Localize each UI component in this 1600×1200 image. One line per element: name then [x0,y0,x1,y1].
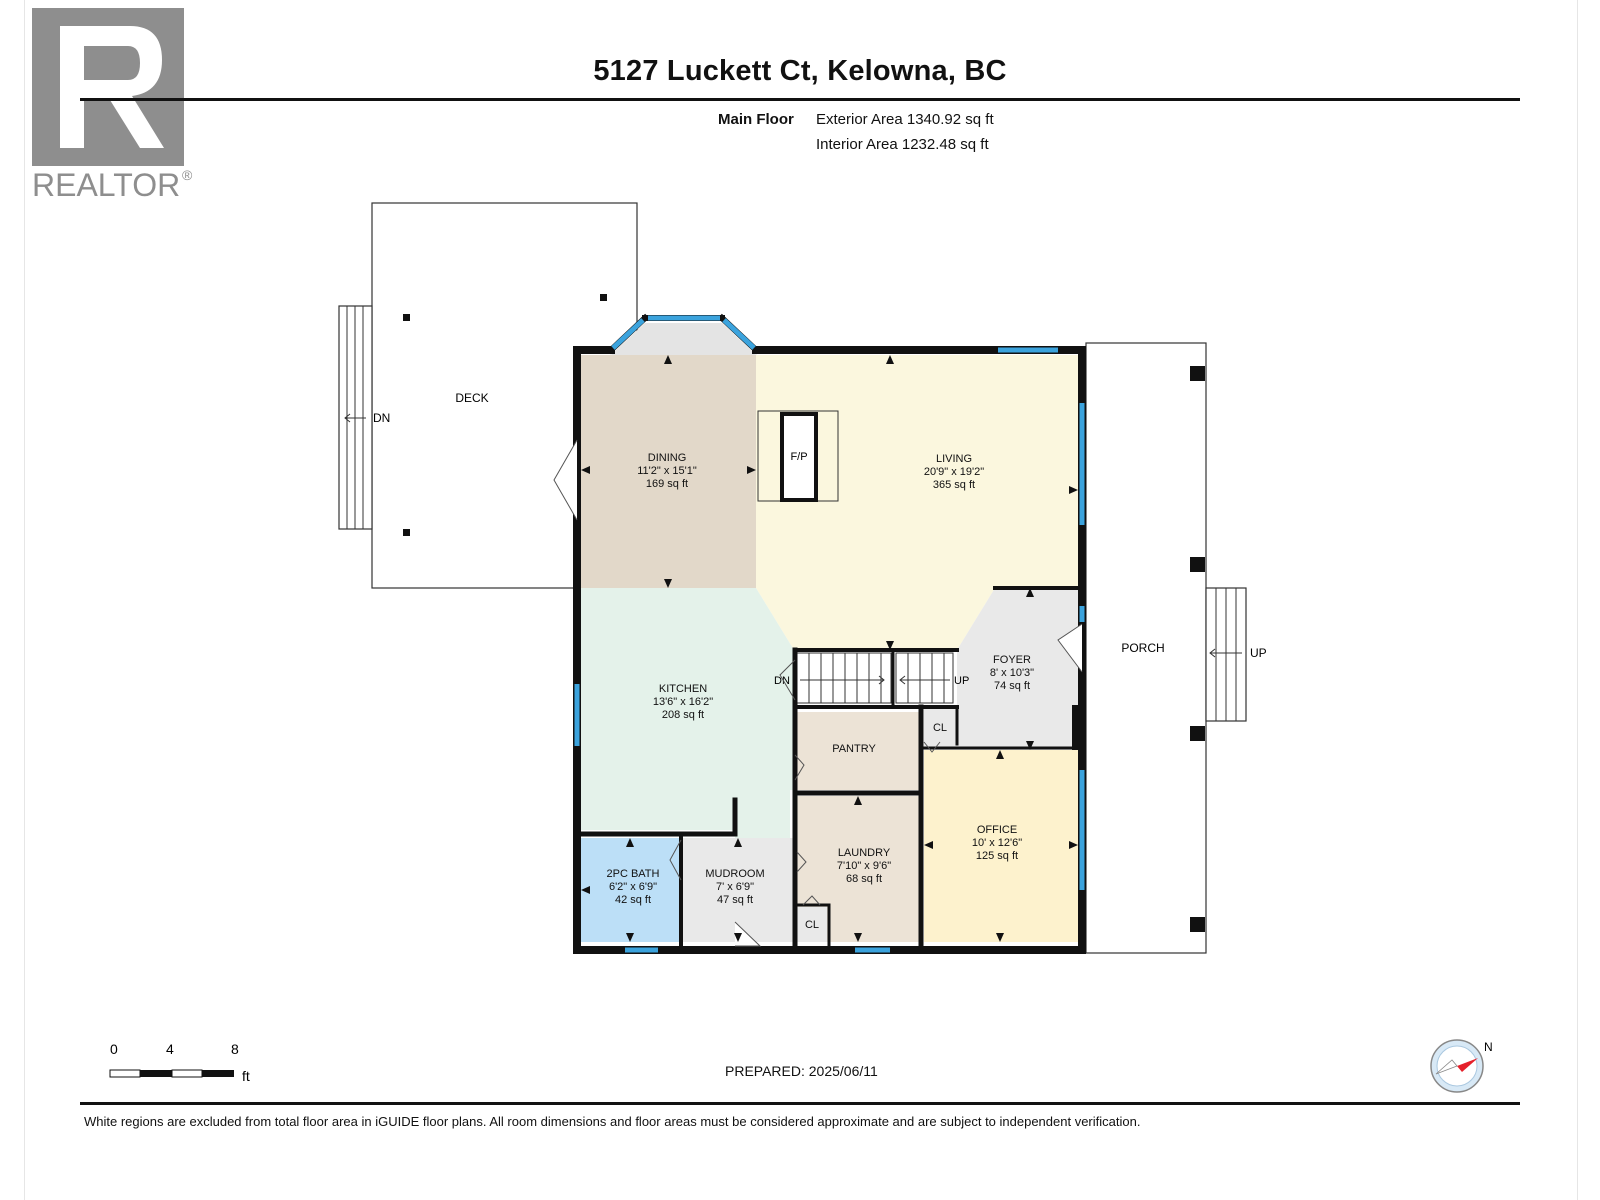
dining-dims: 11'2" x 15'1" [637,465,697,477]
laundry-area: 68 sq ft [846,873,882,885]
compass-icon: N [1430,1039,1493,1093]
kitchen-dims: 13'6" x 16'2" [653,696,713,708]
bath-area: 42 sq ft [615,894,651,906]
bath-name: 2PC BATH [607,868,660,880]
interior-stairs: DN UP [774,652,969,704]
exterior-area: Exterior Area 1340.92 sq ft [816,111,994,128]
mudroom-name: MUDROOM [705,868,764,880]
bath [581,838,679,942]
fireplace: F/P [757,410,839,502]
office-dims: 10' x 12'6" [972,837,1022,849]
kitchen [581,588,794,840]
mudroom-dims: 7' x 6'9" [716,881,754,893]
porch-stairs: UP [1205,587,1267,722]
closet-upper [924,712,957,742]
deck-stairs-dn: DN [373,411,390,425]
page-title: 5127 Luckett Ct, Kelowna, BC [593,55,1007,87]
scale-unit: ft [242,1068,250,1084]
footer-disclaimer: White regions are excluded from total fl… [84,1114,1141,1129]
scale-label-0: 0 [110,1044,118,1057]
office [924,750,1078,942]
dimension-arrows [581,355,1078,942]
closet-upper-label: CL [933,722,947,734]
pantry-name: PANTRY [832,743,876,755]
office-area: 125 sq ft [976,850,1018,862]
closet-lower-label: CL [805,919,819,931]
porch: PORCH [1085,342,1207,954]
mudroom-area: 47 sq ft [717,894,753,906]
foyer-dims: 8' x 10'3" [990,667,1034,679]
interior-area: Interior Area 1232.48 sq ft [816,136,989,153]
compass-north-label: N [1484,1040,1493,1054]
porch-label: PORCH [1121,641,1164,655]
floor-label: Main Floor [718,111,794,128]
pantry [797,712,919,790]
living-dims: 20'9" x 19'2" [924,466,984,478]
foyer-name: FOYER [993,654,1031,666]
foyer-area: 74 sq ft [994,680,1030,692]
scale-label-8: 8 [231,1044,239,1057]
windows [574,315,1085,953]
scale-label-4: 4 [166,1044,174,1057]
laundry-dims: 7'10" x 9'6" [837,860,891,872]
scale-bar: 0 4 8 ft [109,1044,250,1084]
footer-rule [80,1102,1520,1105]
foyer [924,588,1078,750]
realtor-logo-text: REALTOR [32,167,180,203]
office-name: OFFICE [977,824,1017,836]
realtor-logo: REALTOR ® [32,8,193,203]
doors [553,439,1083,947]
bay-window-area [611,323,756,355]
porch-stairs-up: UP [1250,646,1267,660]
living-area: 365 sq ft [933,479,975,491]
header-rule [80,98,1520,101]
dining-area: 169 sq ft [646,478,688,490]
bath-dims: 6'2" x 6'9" [609,881,657,893]
dining-name: DINING [648,452,687,464]
prepared-date: PREPARED: 2025/06/11 [725,1063,878,1079]
foyer-stairs-up: UP [954,675,969,687]
laundry-name: LAUNDRY [838,847,891,859]
deck-label: DECK [455,391,488,405]
room-labels: DINING 11'2" x 15'1" 169 sq ft LIVING 20… [607,452,1035,931]
deck-stairs: DN [338,305,390,530]
living-name: LIVING [936,453,972,465]
kitchen-area: 208 sq ft [662,709,704,721]
fireplace-label: F/P [790,451,807,463]
closet-lower [797,907,827,942]
registered-mark: ® [182,167,193,183]
dining-room [581,323,756,588]
kitchen-name: KITCHEN [659,683,707,695]
kitchen-stairs-dn: DN [774,675,790,687]
